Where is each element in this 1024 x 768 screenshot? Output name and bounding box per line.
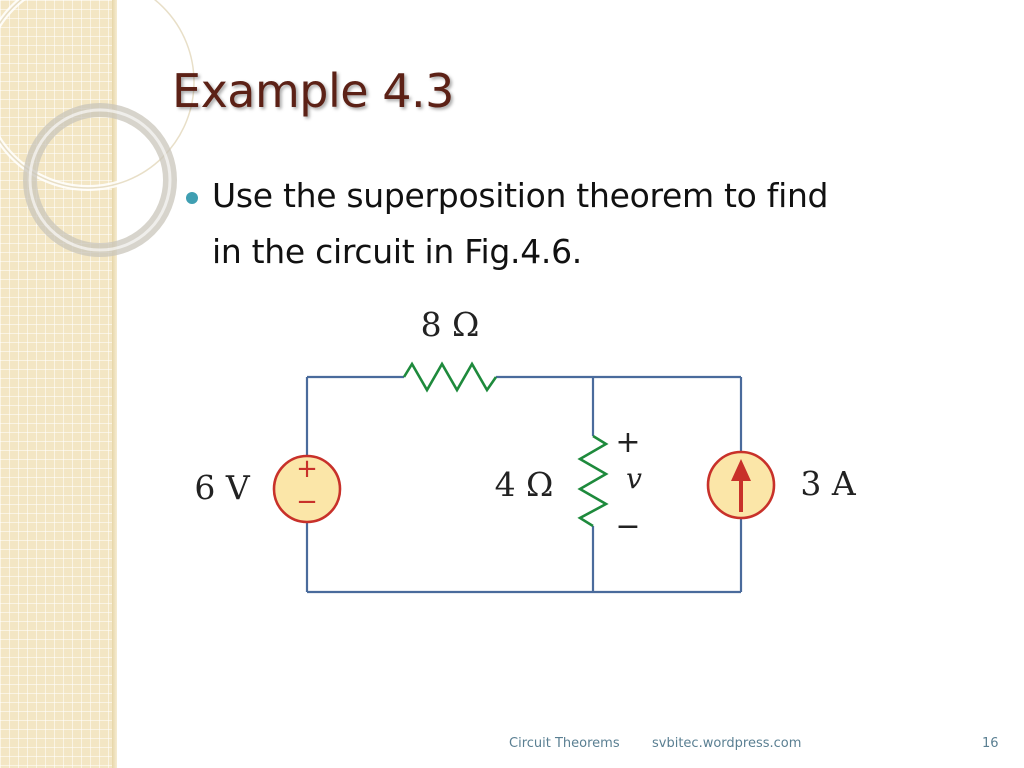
voltage-source-label: 6 V — [194, 468, 250, 507]
sidebar-edge — [112, 0, 117, 768]
page-number: 16 — [982, 736, 999, 751]
footer-course-title: Circuit Theorems — [509, 736, 620, 751]
resistor-4-ohm-label: 4 Ω — [495, 465, 554, 504]
bullet-text-line-2: in the circuit in Fig.4.6. — [212, 232, 582, 271]
current-source — [706, 450, 776, 520]
decorative-rings — [0, 0, 197, 257]
bullet-text-line-1: Use the superposition theorem to find — [212, 176, 829, 215]
voltage-variable-label: v — [626, 462, 642, 495]
voltage-source-minus: − — [296, 487, 318, 517]
resistor-8-ohm-label: 8 Ω — [421, 305, 480, 344]
voltage-plus-sign: + — [615, 425, 640, 460]
voltage-source: + − — [272, 454, 342, 524]
bullet-dot — [186, 192, 198, 204]
resistor-8-ohm — [402, 361, 498, 393]
voltage-minus-sign: − — [615, 509, 640, 544]
arrow-up-icon — [731, 459, 751, 481]
current-source-label: 3 A — [800, 464, 856, 503]
circuit-wires — [305, 375, 743, 594]
voltage-source-plus: + — [296, 454, 318, 484]
slide-title: Example 4.3 — [172, 64, 454, 118]
footer-website: svbitec.wordpress.com — [652, 736, 802, 751]
resistor-4-ohm — [577, 434, 609, 528]
